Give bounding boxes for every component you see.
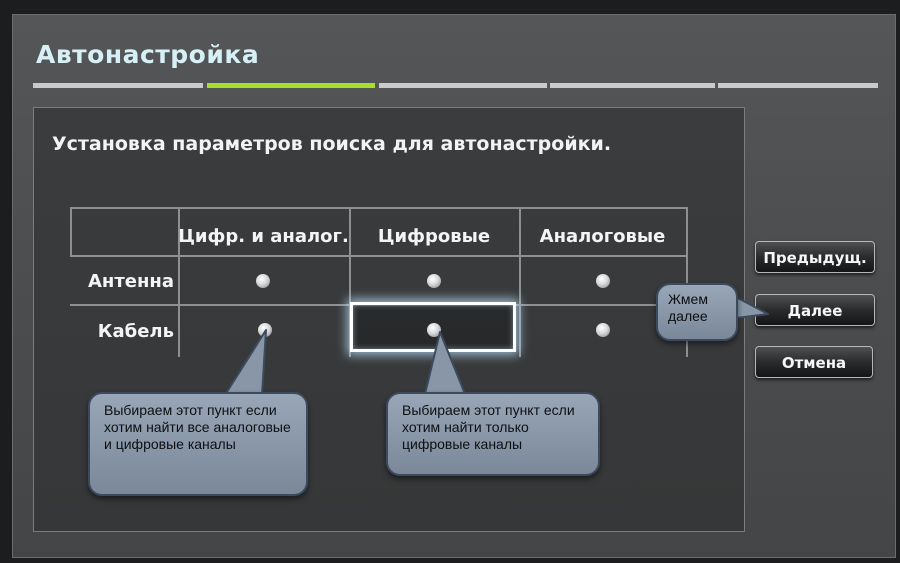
search-options-table: Цифр. и аналог. Цифровые Аналоговые Анте… (70, 207, 688, 357)
annotation-digital-only: Выбираем этот пункт если хотим найти тол… (386, 392, 600, 476)
row-header-cable: Кабель (97, 321, 174, 342)
table-divider-header (70, 255, 688, 257)
column-header-digital: Цифровые (377, 226, 491, 247)
table-divider-col-2 (349, 207, 351, 357)
radio-antenna-analog[interactable] (596, 274, 610, 288)
column-header-digital-analog: Цифр. и аналог. (178, 226, 349, 247)
cancel-button[interactable]: Отмена (755, 346, 873, 378)
annotation-all-channels: Выбираем этот пункт если хотим найти все… (88, 392, 308, 496)
radio-cable-analog[interactable] (596, 323, 610, 337)
panel-heading: Установка параметров поиска для автонаст… (52, 133, 612, 155)
step-indicator-3 (379, 83, 547, 88)
step-indicator-5 (718, 83, 878, 88)
row-header-antenna: Антенна (87, 271, 174, 292)
step-indicator-1 (33, 83, 203, 88)
window-title: Автонастройка (36, 40, 260, 69)
radio-cable-digital-analog[interactable] (258, 323, 272, 337)
next-button[interactable]: Далее (755, 294, 875, 326)
radio-cable-digital[interactable] (427, 323, 441, 337)
radio-antenna-digital-analog[interactable] (256, 274, 270, 288)
step-indicator-4 (550, 83, 715, 88)
table-border-top (70, 207, 688, 209)
table-border-right (686, 207, 688, 357)
table-divider-col-1 (178, 207, 180, 357)
step-indicator-2-active (207, 83, 375, 88)
column-header-analog: Аналоговые (539, 226, 666, 247)
annotation-press-next: Жмем далее (656, 283, 738, 341)
previous-button[interactable]: Предыдущ. (755, 241, 875, 273)
table-divider-col-3 (519, 207, 521, 357)
table-border-left (70, 207, 72, 255)
radio-antenna-digital[interactable] (427, 274, 441, 288)
step-progress (33, 83, 878, 89)
